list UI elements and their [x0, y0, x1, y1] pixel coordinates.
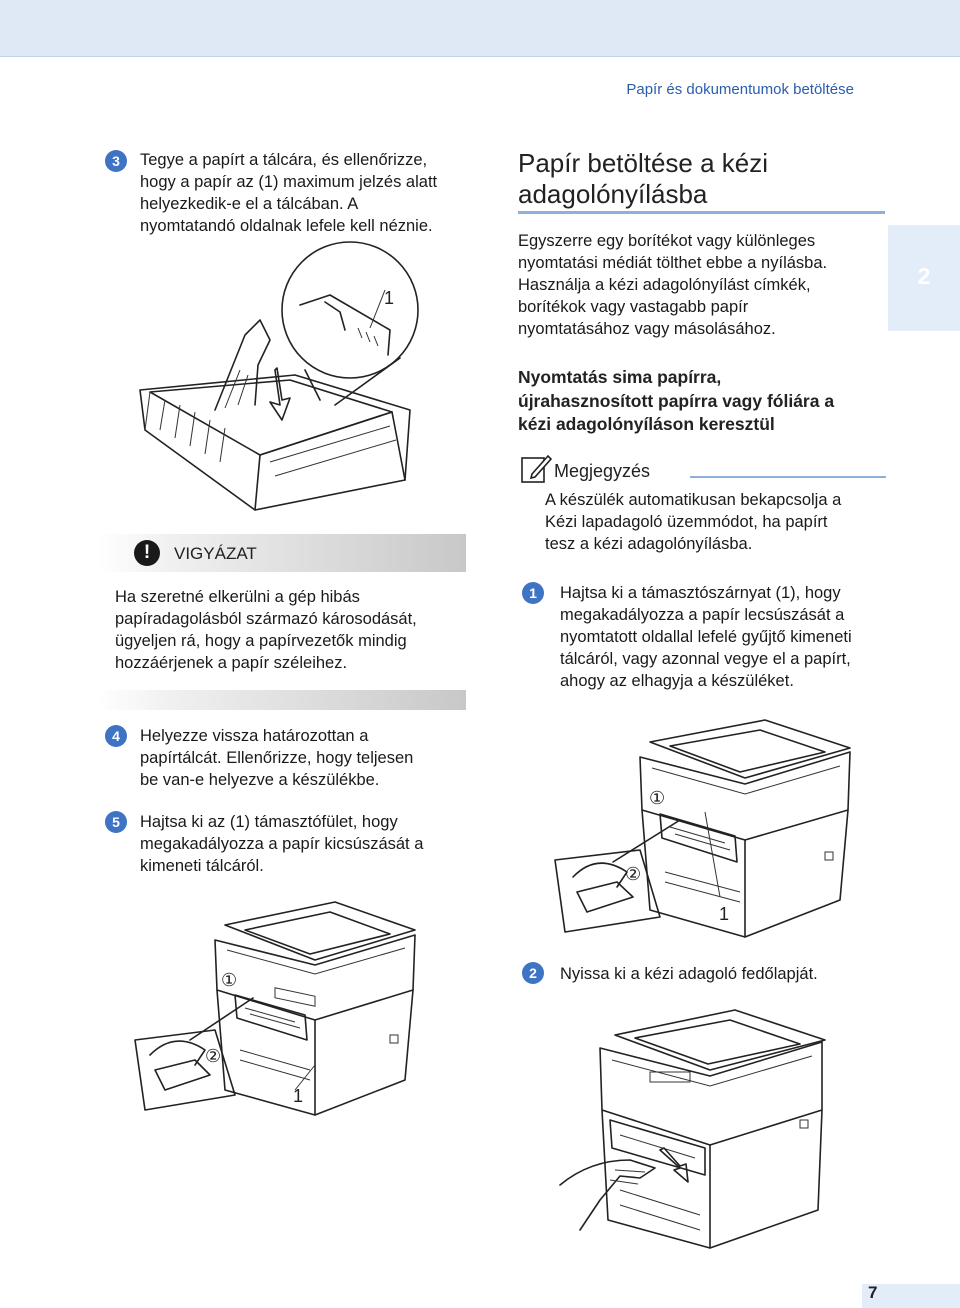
intro-line: nyomtatási médiát tölthet ebbe a nyílásb…: [518, 254, 828, 272]
step4-line: papírtálcát. Ellenőrizze, hogy teljesen: [140, 749, 414, 767]
subheading: Nyomtatás sima papírra, újrahasznosított…: [518, 366, 888, 437]
printer-support-flap-illustration: ① ② 1: [134, 901, 416, 1116]
step3-line: Tegye a papírt a tálcára, és ellenőrizze…: [140, 151, 428, 169]
intro-line: borítékok vagy vastagabb papír: [518, 298, 749, 316]
note-text: A készülék automatikusan bekapcsolja a K…: [545, 489, 890, 555]
caution-line: Ha szeretné elkerülni a gép hibás: [115, 588, 360, 606]
caution-line: hozzáérjenek a papír széleihez.: [115, 654, 348, 672]
intro-line: nyomtatásához vagy másolásához.: [518, 320, 776, 338]
tray-callout-1: 1: [384, 288, 394, 308]
subheading-line: kézi adagolónyíláson keresztül: [518, 414, 775, 434]
section-title: Papír betöltése a kézi adagolónyílásba: [518, 148, 888, 210]
step-badge-4: 4: [105, 725, 127, 747]
step3-line: hogy a papír az (1) maximum jelzés alatt: [140, 173, 438, 191]
step5-line: Hajtsa ki az (1) támasztófület, hogy: [140, 813, 398, 831]
step5-line: megakadályozza a papír kicsúszását a: [140, 835, 424, 853]
section-title-rule: [518, 211, 885, 214]
intro-line: Használja a kézi adagolónyílást címkék,: [518, 276, 811, 294]
paper-tray-illustration: 1: [139, 241, 419, 511]
page-number-box: [862, 1284, 960, 1308]
caution-title: VIGYÁZAT: [174, 544, 257, 563]
printer-left-callout-1: 1: [293, 1086, 303, 1106]
step4-text: Helyezze vissza határozottan a papírtálc…: [140, 725, 480, 791]
subheading-line: újrahasznosított papírra vagy fóliára a: [518, 390, 835, 411]
step4-line: Helyezze vissza határozottan a: [140, 727, 369, 745]
step3-line: helyezkedik-e el a tálcában. A: [140, 195, 359, 213]
printer-right-callout-circled-2: ②: [625, 864, 641, 884]
step-badge-3: 3: [105, 150, 127, 172]
subheading-line: Nyomtatás sima papírra,: [518, 367, 722, 387]
note-line: tesz a kézi adagolónyílásba.: [545, 535, 753, 553]
chapter-tab: 2: [888, 225, 960, 331]
caution-footer: [98, 690, 466, 710]
printer-manual-feed-cover-illustration: [559, 1009, 826, 1249]
note-rule: [690, 476, 886, 478]
intro-text: Egyszerre egy borítékot vagy különleges …: [518, 230, 888, 340]
note-header: Megjegyzés: [520, 452, 886, 488]
top-band: [0, 0, 960, 57]
page-number: 7: [868, 1283, 878, 1302]
caution-line: papíradagolásból származó károsodását,: [115, 610, 417, 628]
step-badge-2: 2: [522, 962, 544, 984]
section-title-line: Papír betöltése a kézi: [518, 148, 769, 178]
caution-line: ügyeljen rá, hogy a papírvezetők mindig: [115, 632, 407, 650]
exclamation-icon: !: [134, 540, 160, 566]
note-line: A készülék automatikusan bekapcsolja a: [545, 491, 842, 509]
step-badge-1: 1: [522, 582, 544, 604]
step-badge-5: 5: [105, 811, 127, 833]
step4-line: be van-e helyezve a készülékbe.: [140, 771, 380, 789]
chapter-number: 2: [917, 263, 931, 289]
printer-right-callout-circled-1: ①: [649, 788, 665, 808]
step2-line: Nyissa ki a kézi adagoló fedőlapját.: [560, 965, 818, 983]
section-title-line: adagolónyílásba: [518, 179, 708, 209]
caution-text: Ha szeretné elkerülni a gép hibás papíra…: [115, 586, 475, 674]
note-pencil-icon: [521, 454, 552, 483]
step1-line: megakadályozza a papír lecsúszását a: [560, 606, 845, 624]
caution-header: ! VIGYÁZAT: [98, 534, 466, 572]
printer-right-callout-1: 1: [719, 904, 729, 924]
step5-text: Hajtsa ki az (1) támasztófület, hogy meg…: [140, 811, 480, 877]
running-header: Papír és dokumentumok betöltése: [626, 81, 854, 98]
step1-text: Hajtsa ki a támasztószárnyat (1), hogy m…: [560, 582, 895, 692]
printer-support-flap-illustration-right: ① ② 1: [554, 719, 851, 938]
step3-line: nyomtatandó oldalnak lefele kell néznie.: [140, 217, 433, 235]
step1-line: ahogy az elhagyja a készüléket.: [560, 672, 794, 690]
step3-text: Tegye a papírt a tálcára, és ellenőrizze…: [140, 149, 480, 237]
printer-left-callout-circled-1: ①: [221, 970, 237, 990]
intro-line: Egyszerre egy borítékot vagy különleges: [518, 232, 816, 250]
note-title: Megjegyzés: [554, 461, 651, 481]
step1-line: nyomtatott oldallal lefelé gyűjtő kimene…: [560, 628, 852, 646]
step5-line: kimeneti tálcáról.: [140, 857, 264, 875]
step1-line: tálcáról, vagy azonnal vegye el a papírt…: [560, 650, 851, 668]
step1-line: Hajtsa ki a támasztószárnyat (1), hogy: [560, 584, 841, 602]
step2-text: Nyissa ki a kézi adagoló fedőlapját.: [560, 963, 895, 985]
printer-left-callout-circled-2: ②: [205, 1046, 221, 1066]
note-line: Kézi lapadagoló üzemmódot, ha papírt: [545, 513, 828, 531]
